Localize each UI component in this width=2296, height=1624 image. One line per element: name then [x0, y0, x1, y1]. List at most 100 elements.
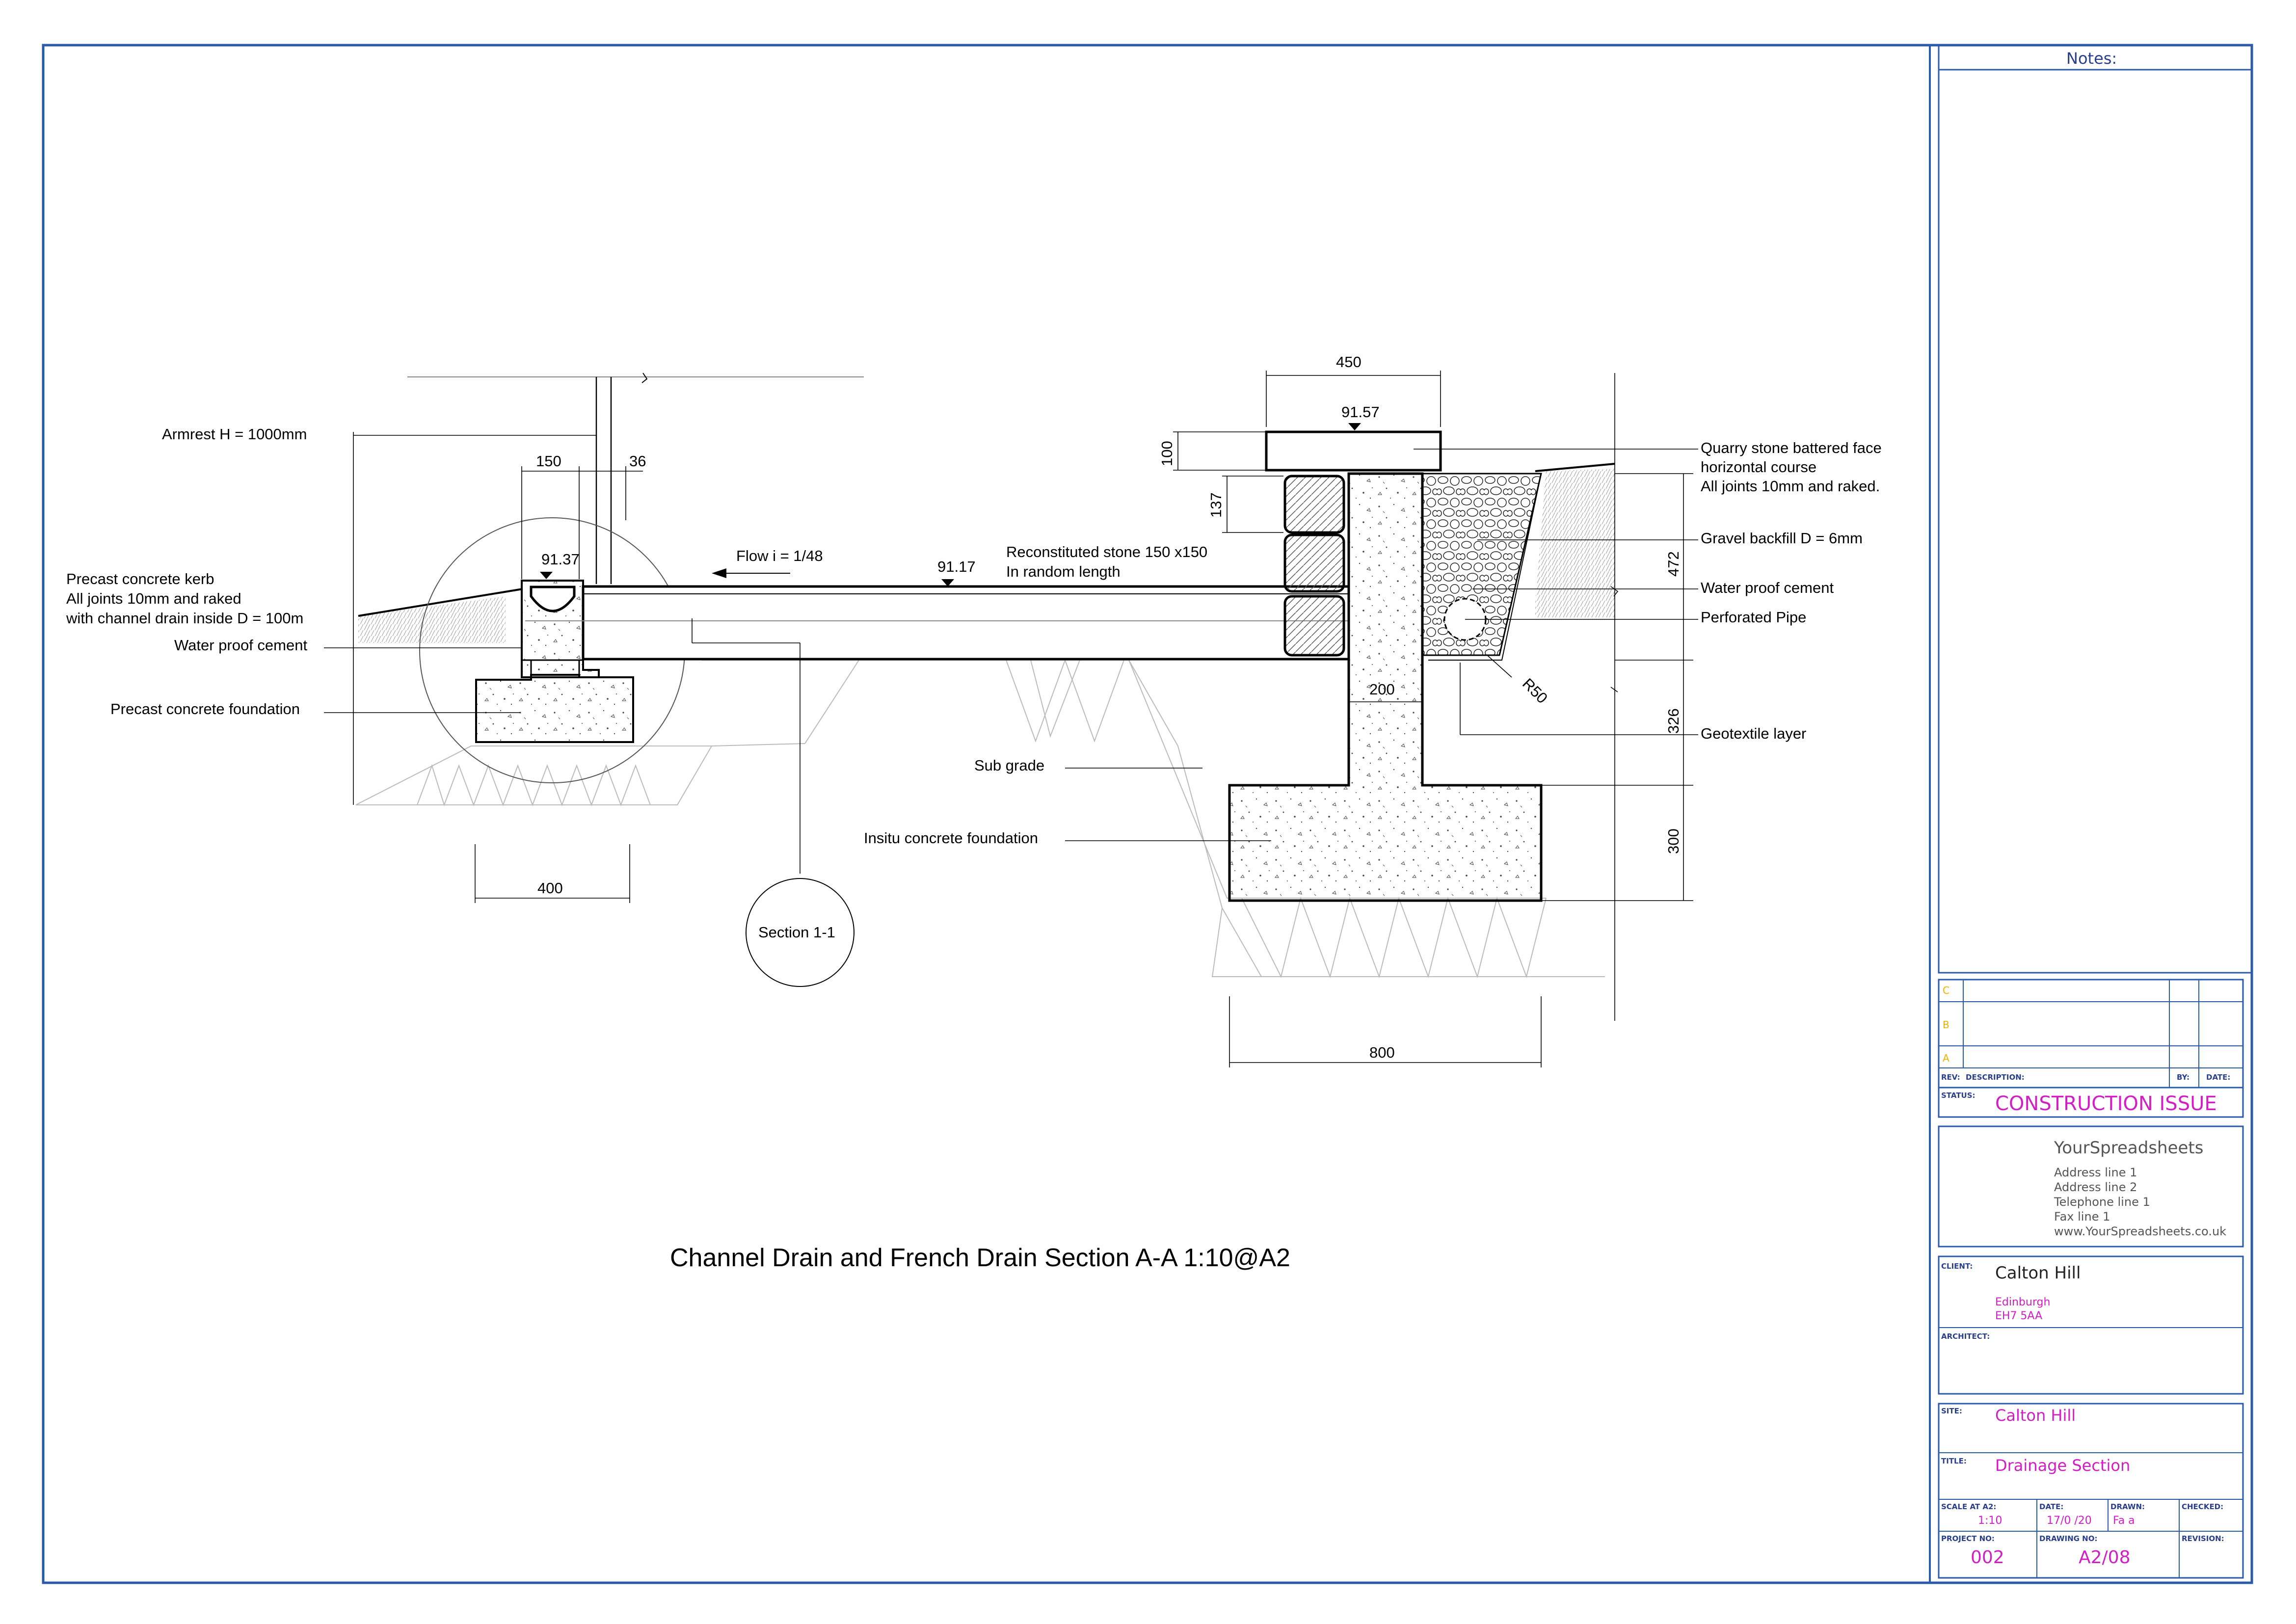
details-box [1938, 1403, 2244, 1579]
sheet-frame [42, 44, 2253, 1584]
title-label: TITLE: [1941, 1457, 1967, 1465]
client-name: Calton Hill [1995, 1263, 2081, 1283]
label-flow: Flow i = 1/48 [736, 547, 823, 564]
dim-150: 150 [536, 453, 561, 470]
label-precast-foundation: Precast concrete foundation [110, 700, 300, 718]
by-header: BY: [2177, 1073, 2189, 1082]
label-stone-1: Reconstituted stone 150 x150 [1006, 543, 1207, 560]
title-block: Notes: C B A REV: DESCRIPTION: BY: DATE:… [1938, 44, 2253, 1579]
level-top: 91.57 [1341, 403, 1380, 421]
label-quarry-1: Quarry stone battered face [1701, 439, 1882, 456]
site-value: Calton Hill [1995, 1406, 2076, 1425]
architect-label: ARCHITECT: [1941, 1332, 1990, 1341]
label-subgrade: Sub grade [974, 757, 1044, 774]
level-channel: 91.17 [937, 558, 976, 575]
label-waterproof-left: Water proof cement [174, 637, 307, 654]
dim-472: 472 [1665, 551, 1682, 577]
dim-200: 200 [1369, 681, 1395, 698]
date-header: DATE: [2206, 1073, 2230, 1082]
ground-left [358, 596, 506, 643]
drawing-no-value: A2/08 [2079, 1547, 2130, 1568]
date-value: 17/0 /20 [2047, 1515, 2092, 1527]
label-geotextile: Geotextile layer [1701, 725, 1806, 742]
drawing-no-label: DRAWING NO: [2039, 1534, 2097, 1543]
rev-b: B [1943, 1019, 1949, 1031]
reconstituted-stone-2 [1283, 533, 1345, 593]
dim-137: 137 [1207, 492, 1225, 518]
drawn-value: Fa a [2113, 1515, 2135, 1527]
level-marker-channel [941, 579, 954, 586]
rev-c: C [1943, 985, 1949, 996]
client-city: Edinburgh [1995, 1296, 2050, 1308]
client-box [1938, 1255, 2244, 1395]
label-insitu-foundation: Insitu concrete foundation [864, 829, 1038, 847]
rev-header: REV: [1941, 1073, 1960, 1082]
subgrade-zigzag [702, 660, 1178, 746]
dim-36: 36 [629, 453, 646, 470]
leader-lines [324, 449, 1698, 874]
notes-heading: Notes: [2066, 49, 2117, 68]
level-marker-kerb [540, 572, 553, 579]
company-box [1938, 1125, 2244, 1248]
label-waterproof-right: Water proof cement [1701, 579, 1834, 596]
client-postcode: EH7 5AA [1995, 1310, 2042, 1322]
status-value: CONSTRUCTION ISSUE [1995, 1092, 2217, 1115]
label-perforated-pipe: Perforated Pipe [1701, 609, 1806, 626]
company-name: YourSpreadsheets [2054, 1138, 2203, 1158]
label-quarry-3: All joints 10mm and raked. [1701, 478, 1880, 495]
desc-header: DESCRIPTION: [1966, 1073, 2025, 1082]
scale-label: SCALE AT A2: [1941, 1502, 1996, 1511]
level-kerb: 91.37 [541, 551, 580, 568]
site-label: SITE: [1941, 1407, 1962, 1415]
label-armrest: Armrest H = 1000mm [162, 426, 307, 443]
section-drawing [324, 371, 1698, 1067]
ground-right [1535, 604, 1615, 617]
label-quarry-2: horizontal course [1701, 458, 1816, 476]
level-marker-top [1348, 423, 1361, 430]
subgrade-left [355, 743, 805, 805]
reconstituted-stone-1 [1283, 475, 1345, 534]
date-label: DATE: [2039, 1502, 2063, 1511]
dim-r50: R50 [1519, 675, 1551, 707]
dimension-lines [353, 371, 1693, 1067]
dim-300: 300 [1665, 828, 1682, 854]
dim-400: 400 [537, 879, 563, 897]
quarry-stone-top [1265, 430, 1442, 472]
label-section-1-1: Section 1-1 [758, 924, 835, 941]
section-1-1-circle [746, 878, 854, 987]
labels: Armrest H = 1000mm Precast concrete kerb… [66, 353, 1882, 1272]
channel-slab [582, 585, 1350, 661]
drawing-title: Channel Drain and French Drain Section A… [670, 1244, 1290, 1272]
company-fax: Fax line 1 [2054, 1210, 2110, 1224]
company-address2: Address line 2 [2054, 1180, 2137, 1194]
revision-table [1938, 979, 2244, 1089]
label-stone-2: In random length [1006, 563, 1121, 580]
notes-panel [1938, 44, 2253, 974]
status-box [1938, 1087, 2244, 1118]
precast-foundation [475, 674, 634, 743]
title-value: Drainage Section [1995, 1456, 2130, 1475]
company-web: www.YourSpreadsheets.co.uk [2054, 1225, 2226, 1238]
rev-a: A [1943, 1052, 1949, 1064]
scale-value: 1:10 [1978, 1515, 2002, 1527]
label-gravel: Gravel backfill D = 6mm [1701, 530, 1863, 547]
project-value: 002 [1971, 1547, 2004, 1568]
channel-drain [530, 586, 576, 612]
company-address1: Address line 1 [2054, 1166, 2137, 1179]
dim-450: 450 [1336, 353, 1362, 371]
reconstituted-stone-3 [1283, 595, 1345, 657]
drawn-label: DRAWN: [2110, 1502, 2145, 1511]
dim-326: 326 [1665, 708, 1682, 734]
dim-800: 800 [1369, 1044, 1395, 1061]
revision-label: REVISION: [2182, 1534, 2224, 1543]
client-label: CLIENT: [1941, 1262, 1973, 1271]
label-kerb-2: All joints 10mm and raked [66, 590, 241, 607]
label-kerb-3: with channel drain inside D = 100m [66, 610, 303, 627]
checked-label: CHECKED: [2182, 1502, 2223, 1511]
status-label: STATUS: [1941, 1091, 1976, 1100]
dim-100: 100 [1158, 441, 1175, 466]
project-label: PROJECT NO: [1941, 1534, 1995, 1543]
company-telephone: Telephone line 1 [2054, 1195, 2150, 1209]
label-kerb-1: Precast concrete kerb [66, 570, 214, 587]
